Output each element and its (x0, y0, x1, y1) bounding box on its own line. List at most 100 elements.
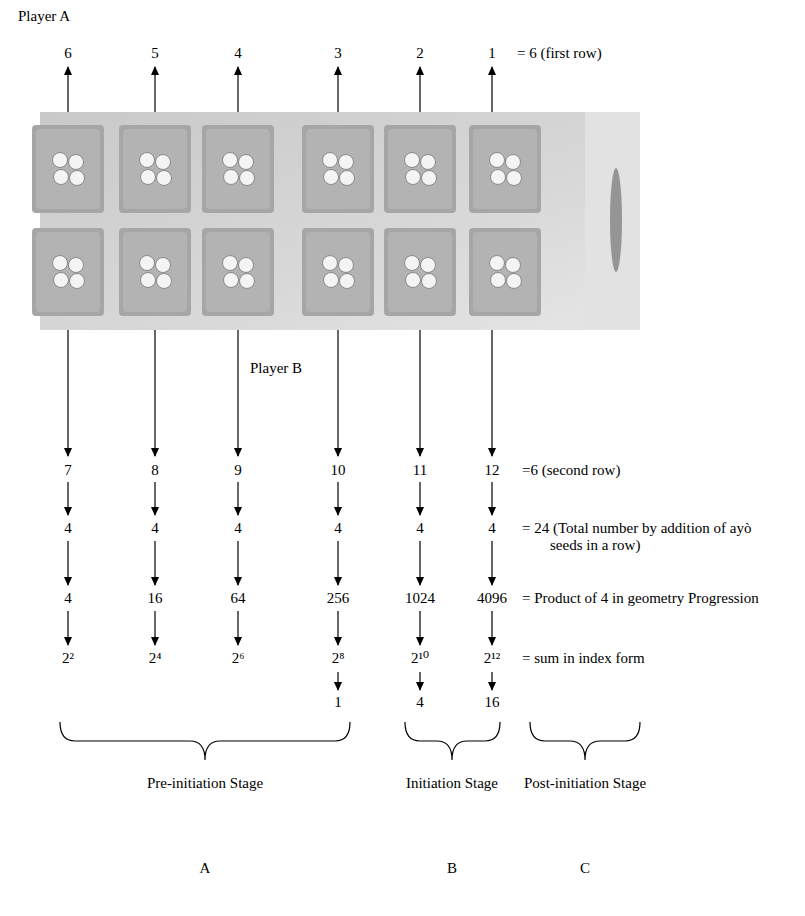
row-note: =6 (second row) (522, 462, 620, 479)
index-value: 2² (62, 650, 74, 667)
arrow-lines (337, 330, 338, 456)
arrow-lines (419, 541, 420, 585)
ayo-board (32, 112, 640, 330)
arrow-lines (154, 611, 155, 645)
arrow-lines (337, 611, 338, 645)
pit-number: 6 (64, 45, 72, 62)
stage-brace (405, 722, 500, 760)
seed-count: 4 (334, 520, 342, 537)
arrow-lines (337, 67, 338, 112)
pit-number: 11 (413, 462, 427, 479)
arrow-lines (154, 541, 155, 585)
pit-number: 4 (234, 45, 242, 62)
arrow-lines (419, 67, 420, 112)
player-label: Player B (250, 360, 302, 377)
ayo-board (384, 125, 456, 213)
ayo-board (585, 112, 640, 330)
seed-count: 4 (234, 520, 242, 537)
pit-number: 7 (64, 462, 72, 479)
arrow-lines (67, 67, 68, 112)
arrow-lines (491, 482, 492, 515)
ayo-board (119, 125, 191, 213)
arrow-lines (67, 482, 68, 515)
arrow-lines (491, 330, 492, 456)
arrow-lines (419, 611, 420, 645)
arrow-lines (337, 541, 338, 585)
arrow-lines (67, 330, 68, 456)
row-note: = 24 (Total number by addition of ayò se… (522, 520, 762, 554)
index-value: 2⁴ (149, 650, 162, 667)
arrow-lines (491, 611, 492, 645)
arrow-lines (67, 611, 68, 645)
arrow-lines (419, 672, 420, 690)
arrow-lines (237, 482, 238, 515)
remainder-value: 16 (485, 694, 500, 711)
stage-label: Post-initiation Stage (524, 775, 646, 792)
seed-count: 4 (488, 520, 496, 537)
remainder-value: 4 (416, 694, 424, 711)
ayo-board (40, 112, 640, 330)
arrow-lines (491, 672, 492, 690)
row-note: = Product of 4 in geometry Progression (522, 590, 762, 607)
arrow-lines (491, 541, 492, 585)
stage-label: Initiation Stage (406, 775, 498, 792)
remainder-value: 1 (334, 694, 342, 711)
arrow-lines (237, 67, 238, 112)
arrow-lines (237, 541, 238, 585)
stage-label: Pre-initiation Stage (147, 775, 263, 792)
product-value: 4096 (477, 590, 507, 607)
product-value: 64 (231, 590, 246, 607)
stage-letter: C (580, 860, 590, 877)
pit-number: 2 (416, 45, 424, 62)
seed-count: 4 (151, 520, 159, 537)
index-value: 2¹² (484, 650, 501, 667)
ayo-board (469, 125, 541, 213)
pit-number: 12 (485, 462, 500, 479)
seed-count: 4 (416, 520, 424, 537)
ayo-board (302, 125, 374, 213)
pit-number: 1 (488, 45, 496, 62)
pit-number: 3 (334, 45, 342, 62)
ayo-board (384, 228, 456, 316)
arrow-lines (419, 330, 420, 456)
stage-letter: A (200, 860, 211, 877)
arrow-lines (337, 672, 338, 690)
ayo-board (32, 228, 104, 316)
arrow-lines (237, 611, 238, 645)
stage-brace (530, 722, 640, 760)
ayo-board (202, 228, 274, 316)
pit-number: 8 (151, 462, 159, 479)
product-value: 1024 (405, 590, 435, 607)
ayo-board (302, 228, 374, 316)
arrow-lines (491, 67, 492, 112)
ayo-board (469, 228, 541, 316)
product-value: 4 (64, 590, 72, 607)
player-label: Player A (18, 8, 70, 25)
row-note: = 6 (first row) (517, 45, 602, 62)
ayo-board (32, 125, 104, 213)
arrow-lines (419, 482, 420, 515)
pit-number: 5 (151, 45, 159, 62)
ayo-board (610, 168, 622, 272)
product-value: 16 (148, 590, 163, 607)
row-note: = sum in index form (522, 650, 645, 667)
product-value: 256 (327, 590, 350, 607)
arrow-lines (154, 482, 155, 515)
arrow-lines (337, 482, 338, 515)
stage-brace (60, 722, 350, 760)
arrow-lines (67, 541, 68, 585)
pit-number: 10 (331, 462, 346, 479)
index-value: 2¹⁰ (411, 650, 429, 667)
pit-number: 9 (234, 462, 242, 479)
arrow-lines (237, 330, 238, 456)
stage-brace (60, 722, 640, 760)
index-value: 2⁸ (332, 650, 345, 667)
ayo-board (119, 228, 191, 316)
index-value: 2⁶ (232, 650, 245, 667)
stage-letter: B (447, 860, 457, 877)
arrow-lines (68, 67, 492, 690)
seed-count: 4 (64, 520, 72, 537)
arrow-lines (154, 67, 155, 112)
